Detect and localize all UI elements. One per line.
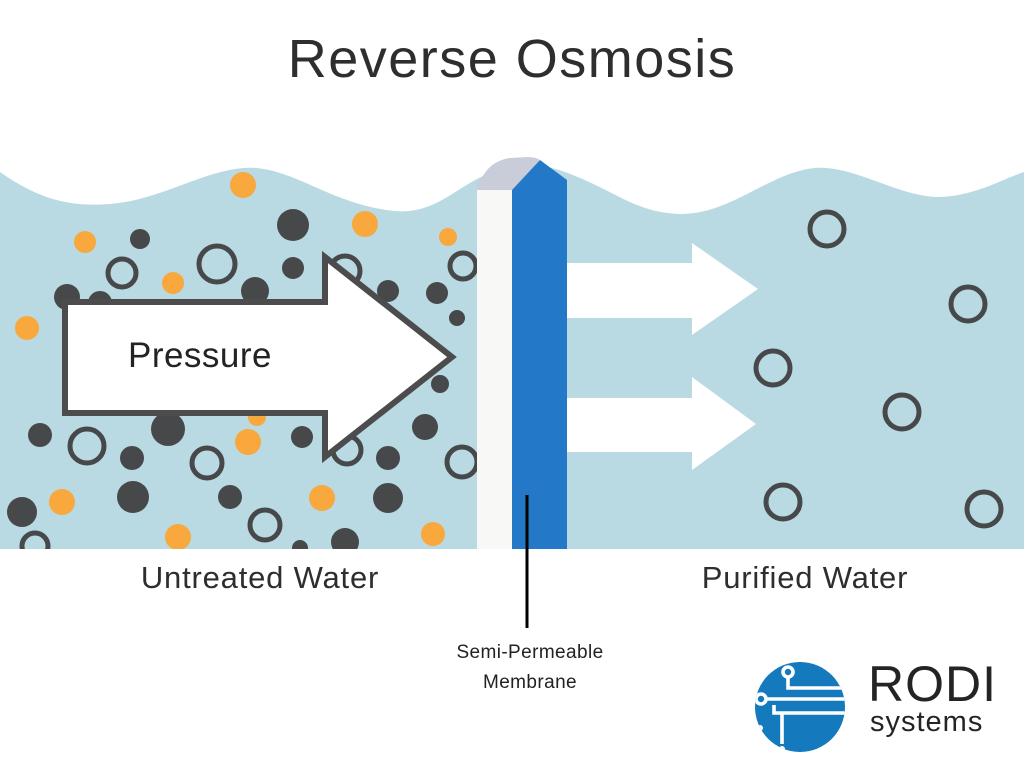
- contaminant-particle: [309, 485, 335, 511]
- contaminant-particle: [376, 446, 400, 470]
- water-molecule: [807, 209, 847, 249]
- contaminant-particle: [130, 229, 150, 249]
- contaminant-particle: [277, 209, 309, 241]
- untreated-particles: [7, 172, 480, 550]
- water-molecule: [753, 348, 793, 388]
- contaminant-particle: [105, 256, 139, 290]
- contaminant-particle: [449, 310, 465, 326]
- flow-arrow-bottom: [567, 377, 756, 470]
- contaminant-particle: [7, 497, 37, 527]
- pressure-arrow: [62, 250, 457, 464]
- contaminant-particle: [292, 540, 308, 550]
- membrane-annotation: Semi-Permeable Membrane: [400, 638, 660, 698]
- contaminant-particle: [67, 426, 107, 466]
- contaminant-particle: [291, 426, 313, 448]
- contaminant-particle: [431, 375, 449, 393]
- contaminant-particle: [218, 485, 242, 509]
- rodi-logo-mark: [755, 662, 845, 752]
- logo-circle: [755, 662, 845, 752]
- membrane-front-face: [477, 188, 512, 549]
- membrane-side-face: [512, 160, 567, 549]
- membrane: [477, 157, 567, 549]
- contaminant-particle: [373, 483, 403, 513]
- contaminant-particle: [120, 446, 144, 470]
- logo-subtitle: systems: [870, 706, 984, 738]
- contaminant-particle: [28, 423, 52, 447]
- contaminant-particle: [247, 507, 283, 543]
- contaminant-particle: [74, 231, 96, 253]
- membrane-annotation-line1: Semi-Permeable: [456, 642, 604, 663]
- flow-arrows: [567, 243, 758, 470]
- contaminant-particle: [241, 277, 269, 305]
- contaminant-particle: [235, 429, 261, 455]
- purified-particles: [753, 209, 1004, 529]
- contaminant-particle: [447, 250, 479, 282]
- contaminant-particle: [439, 228, 457, 246]
- contaminant-particle: [151, 412, 185, 446]
- contaminant-particle: [412, 414, 438, 440]
- logo-name: RODI: [868, 656, 997, 712]
- contaminant-particle: [282, 257, 304, 279]
- water-molecule: [882, 392, 922, 432]
- purified-water-label: Purified Water: [701, 560, 909, 595]
- contaminant-particle: [189, 445, 225, 481]
- page-title: Reverse Osmosis: [287, 29, 737, 89]
- water-molecule: [763, 482, 803, 522]
- water-molecule: [948, 284, 988, 324]
- contaminant-particle: [352, 211, 378, 237]
- contaminant-particle: [117, 481, 149, 513]
- circuit-traces-icon: [755, 665, 845, 752]
- contaminant-particle: [165, 524, 191, 550]
- contaminant-particle: [377, 280, 399, 302]
- contaminant-particle: [15, 316, 39, 340]
- flow-arrow-top: [567, 243, 758, 335]
- contaminant-particle: [49, 489, 75, 515]
- contaminant-particle: [426, 282, 448, 304]
- membrane-top-cap: [477, 157, 540, 190]
- contaminant-particle: [162, 272, 184, 294]
- contaminant-particle: [19, 530, 51, 550]
- untreated-water-label: Untreated Water: [140, 560, 380, 595]
- contaminant-particle: [421, 522, 445, 546]
- contaminant-particle: [196, 243, 238, 285]
- membrane-annotation-line2: Membrane: [482, 672, 578, 693]
- contaminant-particle: [331, 528, 359, 550]
- pressure-label: Pressure: [127, 336, 273, 375]
- water-molecule: [964, 489, 1004, 529]
- contaminant-particle: [230, 172, 256, 198]
- rodi-logo-text: RODI systems: [868, 656, 1024, 738]
